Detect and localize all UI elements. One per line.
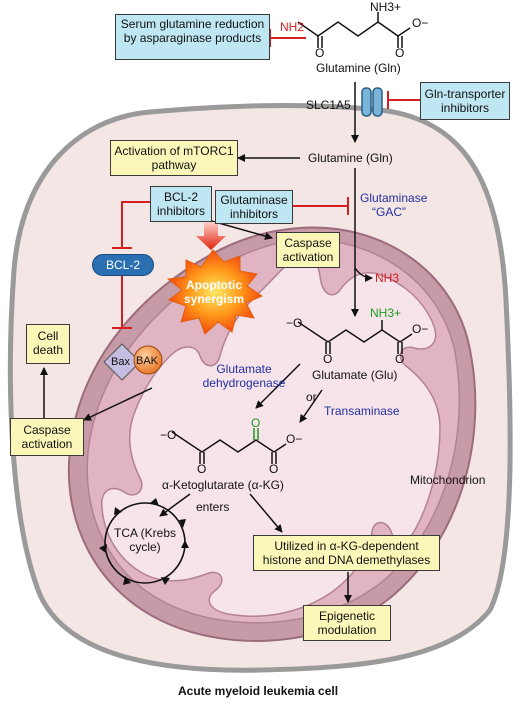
apoptotic-synergism-label: Apoptotic synergism [183,278,245,306]
glutamate-o-2: O [395,352,405,366]
akg-o-2: O [269,462,279,476]
glutamate-o-minus-1: −O [286,316,303,330]
glutamine-o-1: O [315,46,325,60]
glutamine-o-minus: O− [412,16,429,30]
bcl2-pill: BCL-2 [92,254,154,276]
glutamate-nh3-plus: NH3+ [370,306,402,320]
mitochondrion-label: Mitochondrion [410,473,486,487]
glutamate-o-minus-2: O− [412,322,429,336]
glutamine-nh2: NH2 [280,20,305,34]
transaminase-label: Transaminase [324,404,400,418]
glutamate-dehydrogenase-label: Glutamate dehydrogenase [202,362,286,390]
synergy-arrow [196,222,226,250]
akg-label: α-Ketoglutarate (α-KG) [162,478,284,492]
caspase-activation-left-box: Caspase activation [10,418,84,456]
tca-cycle [99,498,189,585]
akg-structure [171,428,287,464]
cell-death-box: Cell death [26,324,70,364]
glutamate-o-1: O [323,352,333,366]
mitochondrion-cristae [101,253,441,617]
bcl2-inhibitors-box: BCL-2 inhibitors [150,186,212,222]
caspase-activation-top-box: Caspase activation [276,232,340,268]
inhibition-lines [112,29,420,329]
nh3-label: NH3 [375,271,400,285]
glutamine-top-label: Glutamine (Gln) [316,61,401,75]
akg-o-1: O [197,462,207,476]
glutamate-label: Glutamate (Glu) [312,368,398,382]
utilized-demethylases-box: Utilized in α-KG-dependent histone and D… [253,535,440,571]
gac-label: “GAC” [372,205,406,219]
glutaminase-inhibitors-box: Glutaminase inhibitors [215,190,293,224]
glutamine-structure [297,12,411,48]
akg-o-minus-1: −O [160,428,177,442]
akg-keto-o: O [251,416,261,430]
akg-o-minus-2: O− [286,432,303,446]
bax-shape [103,343,141,381]
apoptotic-burst [166,249,264,335]
glutamate-structure [297,320,413,354]
enters-label: enters [196,500,230,514]
or-label: or [306,390,317,404]
glutamine-mid-label: Glutamine (Gln) [308,151,393,165]
bak-label: BAK [136,355,159,367]
figure-caption: Acute myeloid leukemia cell [178,684,339,698]
bak-shape [133,345,163,375]
glutamine-o-2: O [395,46,405,60]
serum-glutamine-box: Serum glutamine reduction by asparaginas… [115,14,270,60]
pathway-arrows [40,82,373,603]
tca-label: TCA (Krebs cycle) [113,526,176,554]
gln-transporter-inhibitors-box: Gln-transporter inhibitors [420,82,510,120]
bax-label: Bax [111,356,130,368]
slc1a5-label: SLC1A5 [306,98,351,112]
glutamine-nh3-plus: NH3+ [370,0,402,14]
mtorc1-box: Activation of mTORC1 pathway [110,140,238,176]
glutaminase-label: Glutaminase [360,191,428,205]
transporter-slc1a5 [361,87,383,117]
epigenetic-modulation-box: Epigenetic modulation [303,605,391,641]
